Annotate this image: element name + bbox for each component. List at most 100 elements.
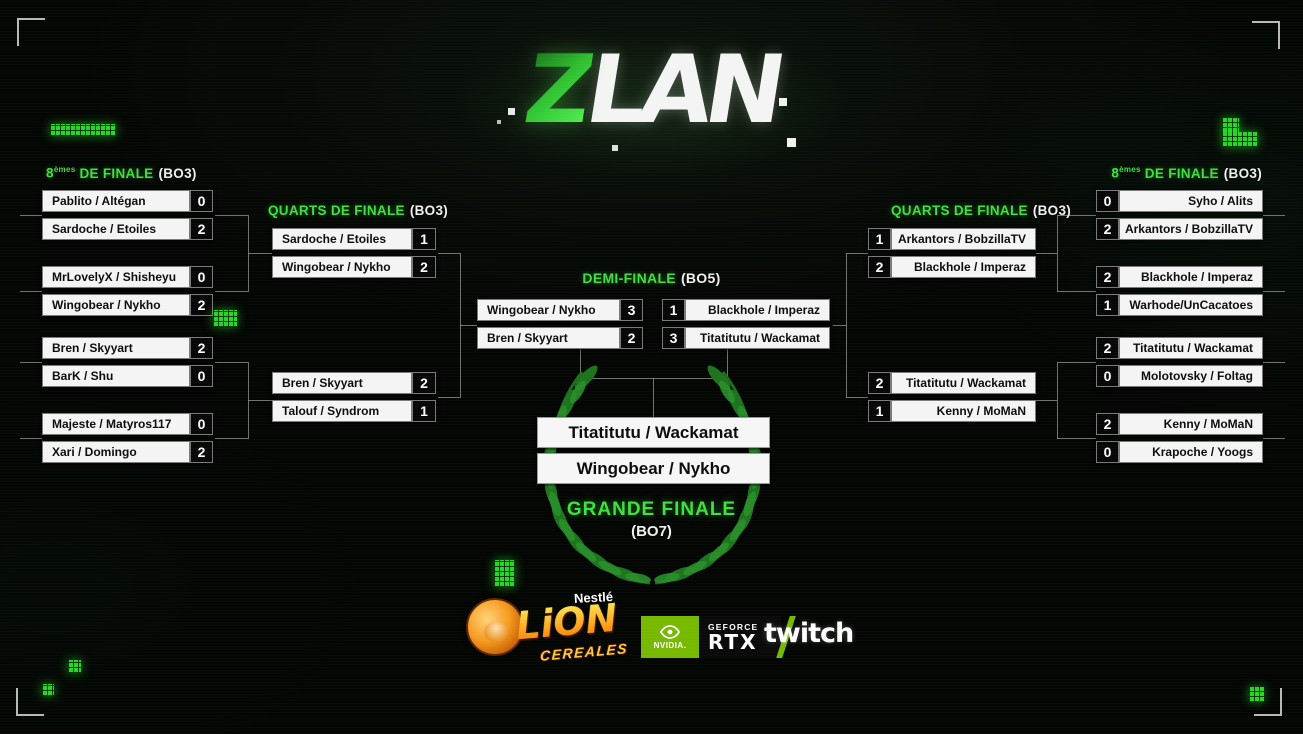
round-title-sup: èmes	[53, 165, 76, 174]
round-format-grand-final: (BO7)	[631, 523, 672, 540]
pixel-square-decoration	[68, 660, 81, 673]
nvidia-geforce-rtx-logo: NVIDIA. GEFORCE RTX	[641, 616, 796, 658]
nvidia-eye-icon	[659, 625, 681, 639]
bracket-connector	[846, 253, 847, 398]
bracket-connector	[20, 438, 42, 439]
round-title-right-qf: QUARTS DE FINALE(BO3)	[891, 203, 1071, 218]
bracket-connector	[1263, 291, 1285, 292]
finalist-name: Titatitutu / Wackamat	[537, 417, 770, 448]
team-score: 1	[1096, 294, 1119, 316]
nvidia-badge: NVIDIA.	[641, 616, 699, 658]
logo-pixel-decoration	[508, 108, 515, 115]
round-format: (BO3)	[158, 165, 197, 181]
team-name: Bren / Skyyart	[272, 372, 412, 394]
team-name: Arkantors / BobzillaTV	[1119, 218, 1263, 240]
team-score: 3	[620, 299, 643, 321]
bracket-connector	[653, 378, 654, 417]
finalist-name: Wingobear / Nykho	[537, 453, 770, 484]
bracket-connector	[438, 397, 460, 398]
team-score: 2	[620, 327, 643, 349]
round-title-sup: èmes	[1119, 165, 1141, 174]
team-name: Xari / Domingo	[42, 441, 190, 463]
team-score: 1	[868, 228, 891, 250]
bracket-connector	[1057, 362, 1058, 439]
bracket-connector	[20, 215, 42, 216]
bracket-connector	[833, 325, 846, 326]
team-name: Blackhole / Imperaz	[1119, 266, 1263, 288]
team-score: 2	[868, 372, 891, 394]
bracket-connector	[215, 438, 248, 439]
team-score: 2	[412, 372, 436, 394]
round-title-text: DE FINALE	[79, 165, 154, 181]
round-title-text: DEMI-FINALE	[582, 270, 676, 286]
round-format: (BO3)	[1223, 165, 1262, 181]
bracket-connector	[215, 362, 248, 363]
team-score: 2	[1096, 266, 1119, 288]
team-name: Sardoche / Etoiles	[42, 218, 190, 240]
round-title-text: DE FINALE	[1144, 165, 1219, 181]
team-name: Wingobear / Nykho	[42, 294, 190, 316]
bracket-connector	[248, 400, 272, 401]
bracket-connector	[580, 378, 728, 379]
round-title-text: 8	[1111, 165, 1120, 181]
team-name: Sardoche / Etoiles	[272, 228, 412, 250]
team-score: 2	[1096, 218, 1119, 240]
team-name: BarK / Shu	[42, 365, 190, 387]
team-name: Wingobear / Nykho	[272, 256, 412, 278]
nvidia-wordmark: NVIDIA.	[653, 641, 687, 650]
bracket-connector	[1057, 438, 1096, 439]
pixel-l-decoration-bottom	[1222, 132, 1258, 147]
team-score: 1	[868, 400, 891, 422]
team-score: 2	[190, 218, 213, 240]
twitch-logo: twitch	[764, 618, 854, 649]
team-score: 0	[190, 413, 213, 435]
team-name: Bren / Skyyart	[477, 327, 620, 349]
bracket-connector	[580, 349, 581, 378]
team-score: 2	[412, 256, 436, 278]
team-score: 3	[662, 327, 685, 349]
rtx-wordmark: RTX	[708, 630, 758, 654]
round-title-grand-final: GRANDE FINALE	[566, 499, 737, 520]
bracket-connector	[248, 253, 272, 254]
bracket-connector	[20, 291, 42, 292]
team-score: 0	[1096, 190, 1119, 212]
team-score: 1	[662, 299, 685, 321]
team-score: 0	[190, 190, 213, 212]
bracket-connector	[846, 253, 868, 254]
logo-pixel-decoration	[779, 98, 787, 106]
team-name: Molotovsky / Foltag	[1119, 365, 1263, 387]
bracket-connector	[1057, 215, 1058, 292]
round-title-text: QUARTS DE FINALE	[268, 203, 405, 218]
team-name: Pablito / Altégan	[42, 190, 190, 212]
round-title-semifinal: DEMI-FINALE(BO5)	[0, 270, 1303, 286]
frame-corner-top-right	[1252, 21, 1280, 49]
bracket-connector	[438, 253, 460, 254]
pixel-square-decoration	[42, 684, 54, 696]
bracket-connector	[1263, 215, 1285, 216]
zlan-logo: ZLAN	[517, 36, 786, 145]
